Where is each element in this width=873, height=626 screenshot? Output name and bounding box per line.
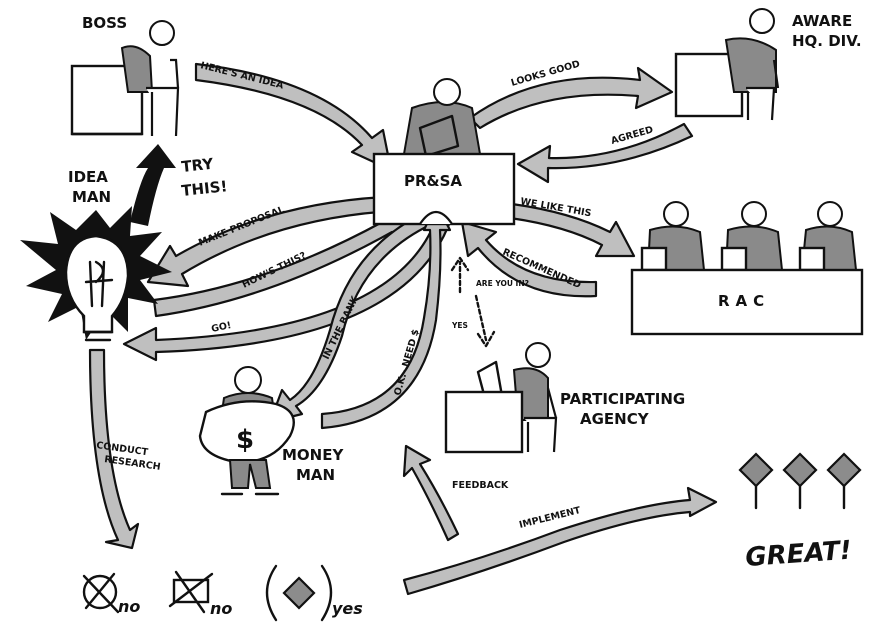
- idea-man-figure: [20, 144, 176, 342]
- prsa-figure: [372, 78, 516, 226]
- aware-label-line2: HQ. DIV.: [792, 32, 862, 50]
- participating-agency-figure: [444, 342, 558, 454]
- outcome-yes-diamond: [265, 564, 333, 622]
- money-bag-symbol: $: [236, 425, 254, 455]
- arrow-are-you-in: [450, 256, 470, 294]
- arrow-yes: [474, 294, 496, 348]
- flow-label-go: GO!: [210, 320, 232, 335]
- arrow-heres-an-idea: [194, 62, 393, 172]
- money-bag-icon: [198, 400, 295, 464]
- money-man-figure: [198, 366, 295, 496]
- rac-label: RAC: [718, 292, 770, 310]
- try-this-label-line2: THIS!: [181, 177, 229, 200]
- aware-label-line1: AWARE: [792, 12, 852, 30]
- flow-label-feedback: FEEDBACK: [452, 480, 509, 491]
- money-man-label-line1: MONEY: [282, 446, 344, 464]
- prsa-label: PR&SA: [404, 172, 462, 190]
- great-label: GREAT!: [744, 536, 852, 573]
- rac-figure: [630, 201, 864, 336]
- outcome-no-2-label: no: [210, 599, 232, 618]
- flow-label-are-you-in: ARE YOU IN?: [476, 279, 529, 288]
- outcome-no-1-label: no: [118, 597, 140, 616]
- great-diamonds: [738, 452, 862, 510]
- participating-label-line2: AGENCY: [580, 410, 650, 428]
- idea-man-label-line1: IDEA: [68, 168, 108, 186]
- aware-hq-figure: [674, 8, 780, 121]
- arrow-conduct-research: [88, 348, 140, 550]
- money-man-label-line2: MAN: [296, 466, 335, 484]
- try-this-label-line1: TRY: [181, 155, 216, 176]
- arrow-agreed: [516, 122, 694, 184]
- idea-man-label-line2: MAN: [72, 188, 111, 206]
- flow-label-yes: YES: [451, 321, 468, 330]
- outcome-yes-label: yes: [332, 599, 363, 618]
- try-this-arrow: [130, 144, 176, 226]
- outcome-no-square: [168, 570, 214, 614]
- participating-label-line1: PARTICIPATING: [560, 390, 685, 408]
- outcome-no-circle: [82, 572, 120, 614]
- boss-label: BOSS: [82, 14, 127, 32]
- arrow-recommended: [460, 220, 598, 298]
- boss-figure: [70, 20, 180, 137]
- arrow-implement: [402, 486, 718, 596]
- arrow-feedback: [402, 444, 460, 542]
- arrow-looks-good: [468, 66, 674, 130]
- arrow-go: [122, 212, 454, 362]
- arrow-we-like-this: [508, 202, 636, 258]
